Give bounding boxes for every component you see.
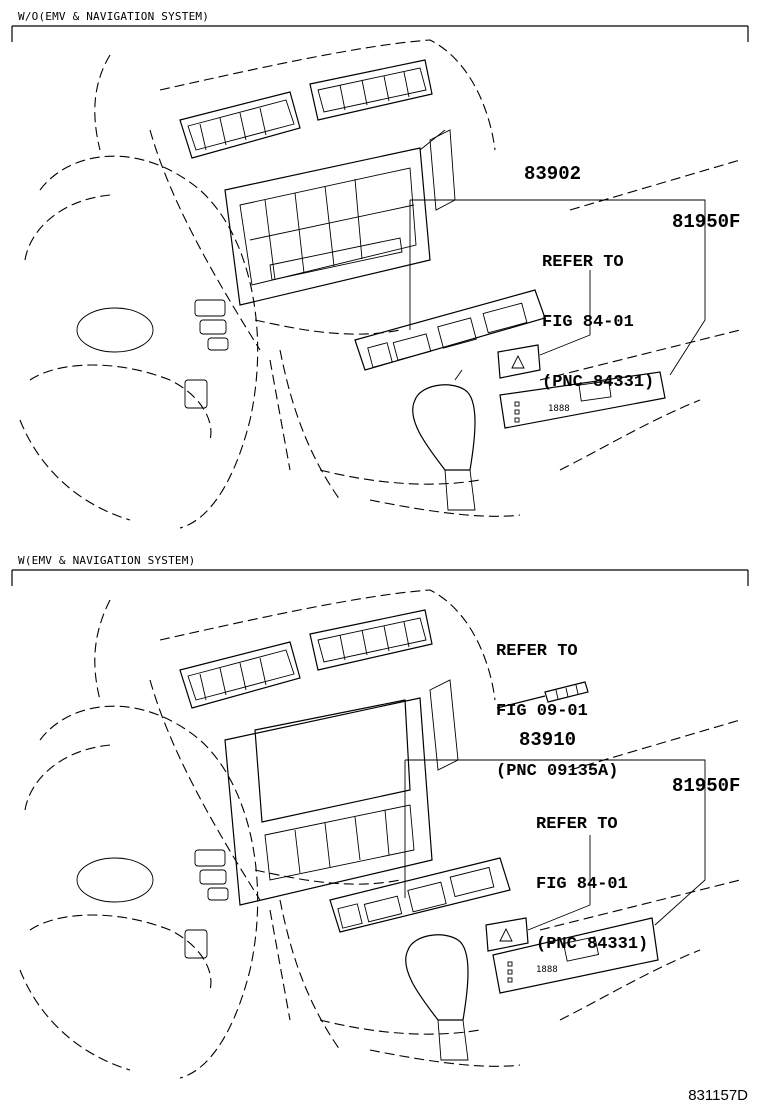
refer-line-1: REFER TO bbox=[542, 253, 624, 272]
display-panel-81950F: 1888 bbox=[499, 371, 666, 429]
refer-line-2: FIG 84-01 bbox=[542, 313, 634, 332]
section-1-frame bbox=[11, 25, 749, 42]
hazard-switch bbox=[485, 917, 529, 952]
part-number-81950F[interactable]: 81950F bbox=[672, 211, 741, 233]
section-1-title: W/O(EMV & NAVIGATION SYSTEM) bbox=[18, 10, 210, 23]
refer-line-3: (PNC 09135A) bbox=[496, 762, 619, 781]
part-number-81950F[interactable]: 81950F bbox=[672, 775, 741, 797]
refer-line-1: REFER TO bbox=[536, 815, 618, 834]
refer-callout-84331[interactable]: REFER TO FIG 84-01 (PNC 84331) bbox=[536, 775, 648, 975]
refer-callout-84331[interactable]: REFER TO FIG 84-01 (PNC 84331) bbox=[542, 213, 654, 413]
section-2-frame bbox=[11, 569, 749, 586]
refer-line-3: (PNC 84331) bbox=[536, 935, 649, 954]
hazard-switch bbox=[497, 344, 541, 379]
shift-lever bbox=[412, 369, 476, 511]
part-number-83910[interactable]: 83910 bbox=[519, 729, 577, 751]
section-2-title: W(EMV & NAVIGATION SYSTEM) bbox=[18, 554, 196, 567]
refer-line-1: REFER TO bbox=[496, 642, 578, 661]
section-2-dashboard: 1888 bbox=[19, 589, 741, 1079]
screwdriver-tool bbox=[496, 681, 589, 709]
figure-id: 831157D bbox=[688, 1087, 748, 1104]
center-control-panel-83902 bbox=[354, 289, 546, 371]
center-control-panel-83910 bbox=[329, 857, 511, 933]
svg-text:1888: 1888 bbox=[536, 965, 558, 975]
refer-line-2: FIG 09-01 bbox=[496, 702, 588, 721]
shift-lever bbox=[405, 934, 469, 1061]
section-1-dashboard: 1888 bbox=[19, 39, 741, 529]
svg-text:1888: 1888 bbox=[548, 404, 570, 414]
refer-line-2: FIG 84-01 bbox=[536, 875, 628, 894]
part-number-83902[interactable]: 83902 bbox=[524, 163, 582, 185]
display-panel-81950F: 1888 bbox=[492, 917, 659, 994]
refer-line-3: (PNC 84331) bbox=[542, 373, 655, 392]
refer-callout-09135A[interactable]: REFER TO FIG 09-01 (PNC 09135A) bbox=[496, 602, 618, 802]
